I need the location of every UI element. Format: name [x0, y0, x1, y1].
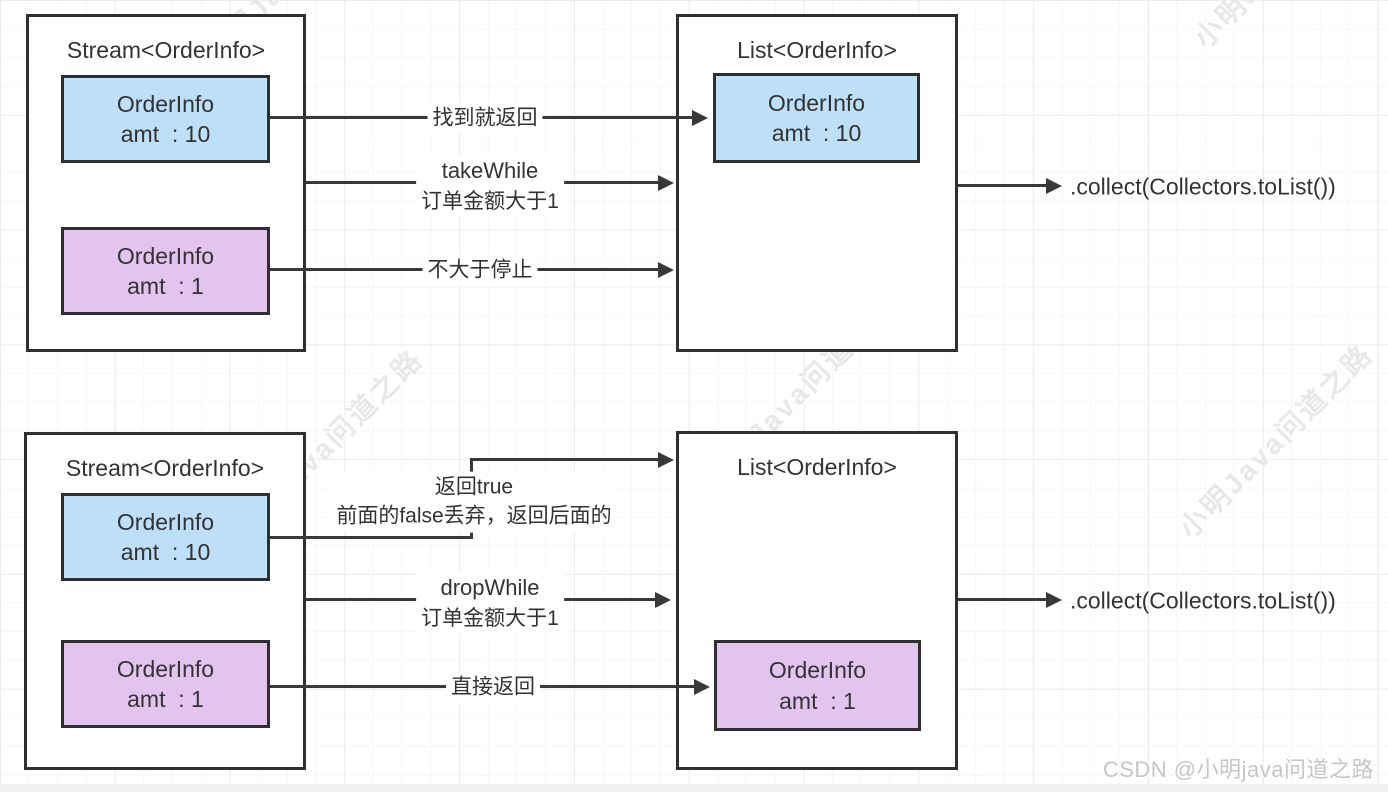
stream-title: Stream<OrderInfo>: [65, 455, 265, 481]
node-orderinfo-amt1-result: OrderInfo amt : 1: [714, 640, 921, 731]
arrow-label-return-true: 返回true 前面的false丢弃，返回后面的: [331, 471, 617, 533]
node-orderinfo-amt10-result: OrderInfo amt : 10: [713, 73, 920, 163]
node-amount: amt : 1: [127, 686, 204, 712]
collect-call-label: .collect(Collectors.toList()): [1070, 587, 1336, 614]
node-orderinfo-amt1: OrderInfo amt : 1: [61, 227, 270, 315]
arrow-line: [958, 184, 1046, 187]
arrow-line: [270, 536, 473, 539]
node-classname: OrderInfo: [767, 89, 866, 116]
node-orderinfo-amt10: OrderInfo amt : 10: [61, 75, 270, 163]
watermark-tile: 小明Java问道之路: [1173, 338, 1380, 545]
collect-call-label: .collect(Collectors.toList()): [1070, 173, 1336, 200]
arrow-label-line1: takeWhile: [441, 157, 539, 183]
arrow-line: [470, 458, 658, 461]
arrowhead-icon: [1046, 592, 1062, 608]
node-amount: amt : 10: [120, 121, 211, 147]
arrow-label-stop: 不大于停止: [422, 254, 538, 286]
arrow-line: [958, 598, 1046, 601]
arrow-label-line2: 订单金额大于1: [421, 606, 559, 630]
stream-title: Stream<OrderInfo>: [66, 37, 266, 63]
node-amount: amt : 1: [127, 273, 204, 299]
arrow-label-line1: dropWhile: [440, 574, 540, 600]
arrowhead-icon: [692, 110, 708, 126]
page-bottom-edge: [0, 784, 1388, 792]
list-title: List<OrderInfo>: [737, 454, 897, 480]
csdn-credit: CSDN @小明java问道之路: [1102, 757, 1374, 782]
node-amount: amt : 10: [771, 120, 862, 146]
node-amount: amt : 10: [120, 539, 211, 565]
watermark-tile: 小明Java问道之路: [1184, 0, 1388, 56]
arrow-label-found-return: 找到就返回: [427, 102, 543, 134]
arrowhead-icon: [658, 452, 674, 468]
arrowhead-icon: [658, 175, 674, 191]
node-classname: OrderInfo: [116, 508, 215, 535]
node-classname: OrderInfo: [116, 90, 215, 117]
arrow-label-line2: 订单金额大于1: [421, 189, 559, 213]
arrowhead-icon: [655, 592, 671, 608]
arrow-label-direct-return: 直接返回: [446, 671, 540, 703]
node-classname: OrderInfo: [116, 242, 215, 269]
arrowhead-icon: [1046, 178, 1062, 194]
arrow-label-line2: 前面的false丢弃，返回后面的: [336, 505, 612, 528]
node-orderinfo-amt10: OrderInfo amt : 10: [61, 493, 270, 581]
node-orderinfo-amt1: OrderInfo amt : 1: [61, 640, 270, 728]
list-title: List<OrderInfo>: [737, 37, 897, 63]
arrowhead-icon: [658, 262, 674, 278]
arrow-label-line1: 返回true: [434, 475, 514, 499]
node-classname: OrderInfo: [116, 655, 215, 682]
node-amount: amt : 1: [779, 687, 856, 714]
list-container-takewhile: List<OrderInfo>: [676, 14, 958, 352]
arrowhead-icon: [694, 679, 710, 695]
node-classname: OrderInfo: [768, 657, 867, 684]
arrow-label-takewhile: takeWhile 订单金额大于1: [416, 154, 564, 218]
arrow-label-dropwhile: dropWhile 订单金额大于1: [416, 571, 564, 635]
